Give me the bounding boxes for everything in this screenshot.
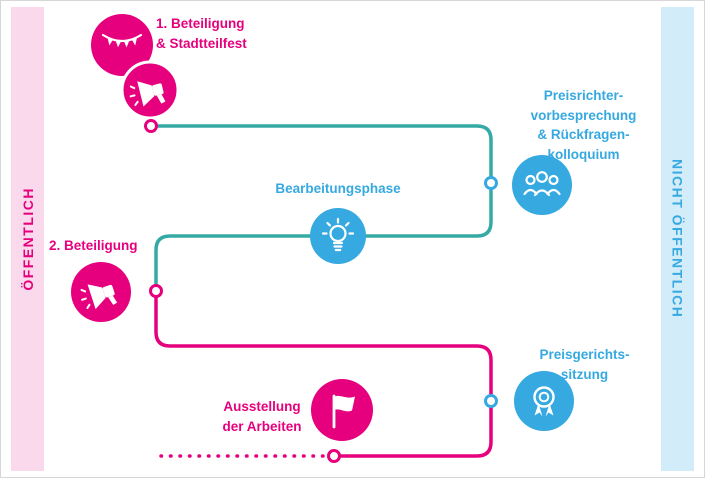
flag-icon: [332, 394, 355, 429]
lightbulb-icon: [321, 217, 355, 252]
work-phase-label: Bearbeitungsphase: [275, 181, 401, 196]
festival-circle: [91, 14, 153, 76]
people-icon: [523, 171, 561, 197]
connector-phase1: [149, 124, 493, 291]
work-phase-circle: [310, 208, 366, 264]
connector-node: [484, 176, 498, 190]
jury-briefing-circle: [512, 155, 572, 215]
megaphone-icon: [129, 81, 166, 107]
connector-node: [327, 449, 341, 463]
public-band: ÖFFENTLICH: [11, 7, 44, 471]
jury-briefing-label: Preisrichter- vorbesprechung & Rückfrage…: [530, 88, 637, 162]
not-public-band: NICHT ÖFFENTLICH: [661, 7, 694, 471]
exhibition-label: Ausstellung der Arbeiten: [222, 399, 302, 434]
not-public-band-label: NICHT ÖFFENTLICH: [669, 159, 686, 319]
connector-node: [144, 119, 158, 133]
connector-node: [484, 394, 498, 408]
megaphone-icon: [80, 284, 118, 310]
connector-node: [149, 284, 163, 298]
bunting-icon: [101, 33, 143, 48]
step2-label: 2. Beteiligung: [49, 238, 138, 253]
step1-label: 1. Beteiligung & Stadtteilfest: [156, 16, 247, 51]
connector-phase2: [154, 289, 493, 458]
award-rosette-icon: [533, 386, 555, 417]
jury-session-label: Preisgerichts- sitzung: [539, 347, 630, 382]
